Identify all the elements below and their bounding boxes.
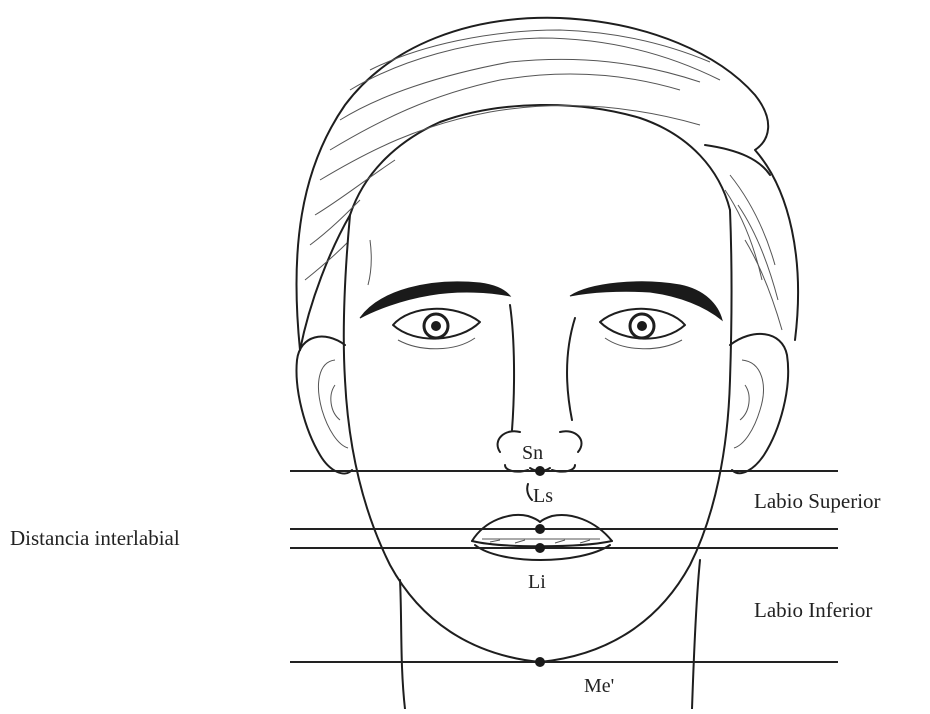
left-eye	[393, 309, 480, 349]
lower-lip-label: Labio Inferior	[754, 598, 872, 622]
right-ear	[730, 334, 788, 473]
ls-point	[535, 524, 545, 534]
interlabial-distance-label: Distancia interlabial	[10, 526, 180, 550]
right-eye	[600, 309, 685, 349]
sn-label: Sn	[522, 442, 543, 464]
ls-tick	[527, 484, 532, 500]
hair	[296, 18, 798, 350]
sn-point	[535, 466, 545, 476]
me-label: Me'	[584, 675, 614, 697]
ls-label: Ls	[533, 485, 553, 507]
eyebrows	[360, 240, 722, 320]
upper-lip-label: Labio Superior	[754, 489, 881, 513]
li-label: Li	[528, 571, 546, 593]
me-point	[535, 657, 545, 667]
mouth	[472, 515, 612, 560]
li-point	[535, 543, 545, 553]
